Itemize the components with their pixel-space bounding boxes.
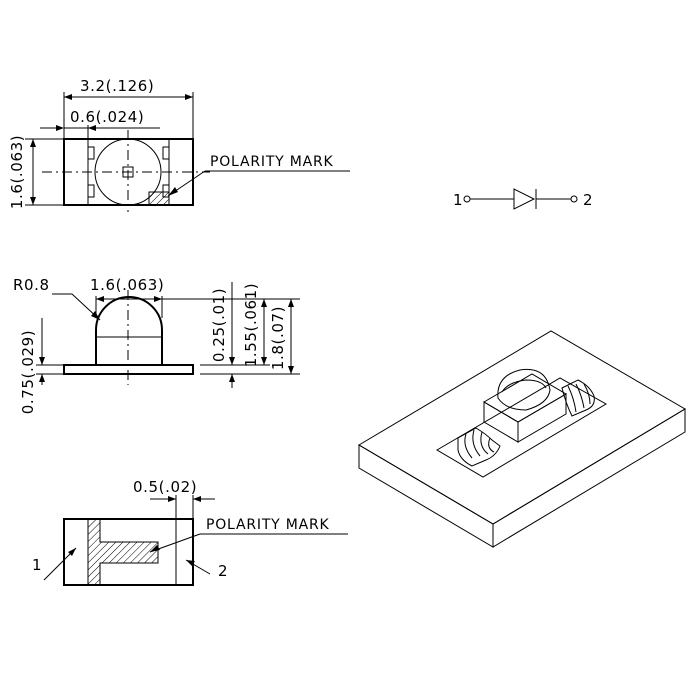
bottom-view: POLARITY MARK 0.5(.02) 1 2	[32, 478, 348, 586]
iso-board-top	[358, 330, 686, 525]
height-dim-label: 1.6(.063)	[8, 135, 26, 209]
iso-terminal-left	[457, 427, 501, 467]
top-polarity-label: POLARITY MARK	[210, 154, 334, 170]
top-polarity-mark	[148, 191, 170, 206]
bottom-pin2: 2	[218, 562, 228, 580]
pad-dim-label: 0.6(.024)	[70, 108, 144, 126]
isometric-view	[358, 330, 686, 548]
iso-terminal-right	[561, 379, 595, 417]
radius-dim-label: R0.8	[13, 276, 50, 294]
iso-dome	[497, 368, 551, 411]
bottom-pin1: 1	[32, 556, 42, 574]
top-view: POLARITY MARK 3.2(.126) 0.6(.024) 1.6(.0…	[8, 77, 350, 212]
side-dome	[95, 296, 163, 365]
side-view: R0.8 1.6(.063) 0.75(.029) 0.25(.01)	[13, 276, 300, 414]
lens-dim-label: 1.6(.063)	[90, 276, 164, 294]
schematic-pin1: 1	[453, 191, 463, 209]
bottom-view-body	[63, 518, 194, 586]
dim-18-label: 1.8(.07)	[269, 306, 287, 370]
bottom-polarity-label: POLARITY MARK	[206, 517, 330, 533]
diode-schematic: 1 2	[453, 188, 593, 210]
width-dim-label: 3.2(.126)	[80, 77, 154, 95]
base-dim-label: 0.75(.029)	[19, 330, 37, 415]
schematic-pin2: 2	[583, 191, 593, 209]
dim-025-label: 0.25(.01)	[210, 288, 228, 362]
dim-155-label: 1.55(.061)	[242, 283, 260, 368]
diode-symbol	[513, 188, 536, 210]
mark-dim-label: 0.5(.02)	[133, 478, 197, 496]
bottom-polarity-mark	[87, 518, 159, 586]
